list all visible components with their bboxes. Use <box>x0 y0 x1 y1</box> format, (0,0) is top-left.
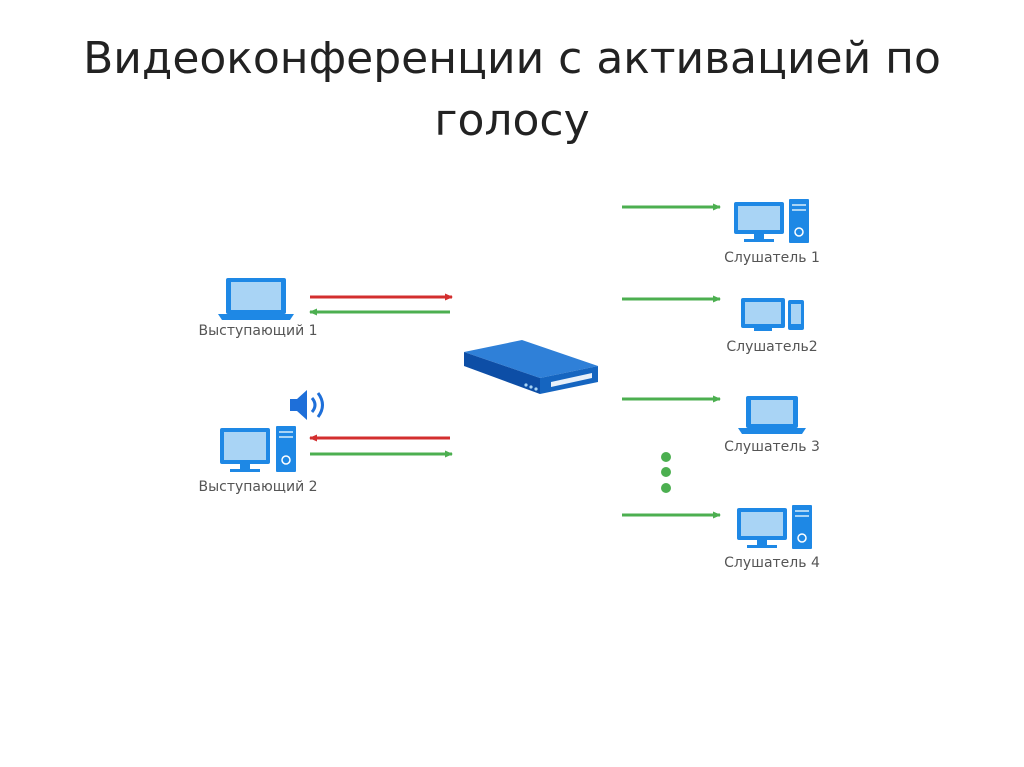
page-title: Видеоконференции с активацией по голосу <box>40 28 984 152</box>
laptop-icon <box>218 278 294 320</box>
listener-2-node: Слушатель2 <box>726 298 818 355</box>
laptop-icon <box>738 396 806 434</box>
listener-3-node: Слушатель 3 <box>724 396 820 455</box>
speaker-1-node: Выступающий 1 <box>198 278 318 339</box>
speaker-2-node: Выступающий 2 <box>198 390 324 495</box>
desktop-computer-icon <box>737 505 812 549</box>
desktop-computer-icon <box>734 199 809 243</box>
listener-1-node: Слушатель 1 <box>724 199 820 266</box>
speaker-2-label: Выступающий 2 <box>198 479 317 495</box>
desktop-computer-icon <box>220 426 296 472</box>
listener-3-label: Слушатель 3 <box>724 439 820 455</box>
vertical-ellipsis-icon <box>661 452 671 493</box>
speaker-sound-icon <box>290 390 324 420</box>
listener-2-label: Слушатель2 <box>726 339 817 355</box>
listener-4-label: Слушатель 4 <box>724 555 820 571</box>
page-title-line-2: голосу <box>434 95 590 146</box>
monitor-phone-icon <box>741 298 804 331</box>
server-icon <box>464 340 598 394</box>
page-title-line-1: Видеоконференции с активацией по <box>83 33 941 84</box>
listener-4-node: Слушатель 4 <box>724 505 820 571</box>
speaker-1-label: Выступающий 1 <box>198 323 317 339</box>
listener-1-label: Слушатель 1 <box>724 250 820 266</box>
